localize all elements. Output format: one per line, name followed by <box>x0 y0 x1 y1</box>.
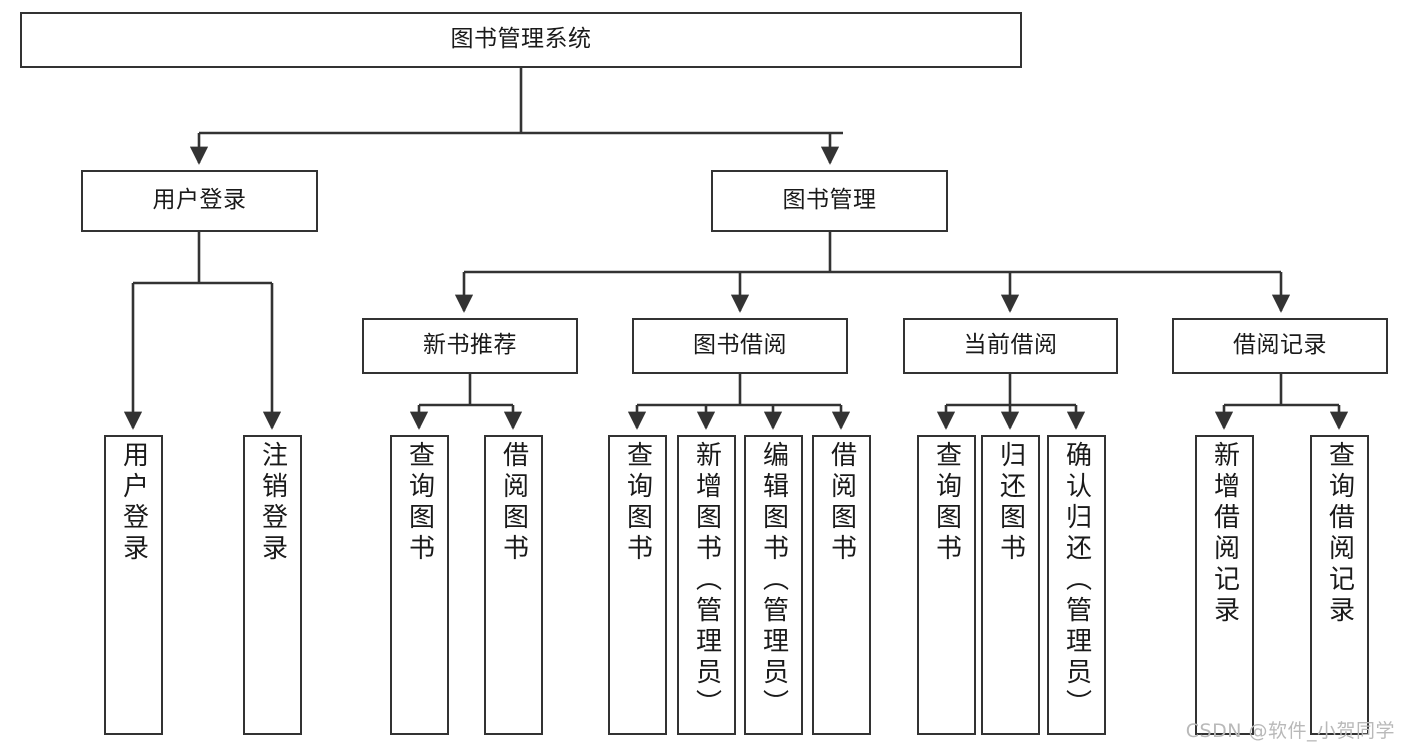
node-leaf-user-login[interactable]: 用户登录 <box>104 435 163 735</box>
node-borrow-record[interactable]: 借阅记录 <box>1172 318 1388 374</box>
node-leaf-current-confirm-return-admin[interactable]: 确认归还（管理员） <box>1047 435 1106 735</box>
node-leaf-current-return-book[interactable]: 归还图书 <box>981 435 1040 735</box>
node-label: 当前借阅 <box>963 332 1058 359</box>
node-leaf-newbook-query-book[interactable]: 查询图书 <box>390 435 449 735</box>
node-root-book-management-system[interactable]: 图书管理系统 <box>20 12 1022 68</box>
node-label: 查询图书 <box>931 441 962 565</box>
node-leaf-borrow-edit-book-admin[interactable]: 编辑图书（管理员） <box>744 435 803 735</box>
node-label: 用户登录 <box>152 187 247 214</box>
node-label: 图书管理 <box>782 187 877 214</box>
node-label: 查询借阅记录 <box>1324 441 1355 627</box>
node-user-login[interactable]: 用户登录 <box>81 170 318 232</box>
node-leaf-newbook-borrow-book[interactable]: 借阅图书 <box>484 435 543 735</box>
node-leaf-borrow-query-book[interactable]: 查询图书 <box>608 435 667 735</box>
node-label: 归还图书 <box>995 441 1026 565</box>
node-book-management[interactable]: 图书管理 <box>711 170 948 232</box>
node-label: 图书借阅 <box>693 332 787 359</box>
node-leaf-borrow-borrow-book[interactable]: 借阅图书 <box>812 435 871 735</box>
node-leaf-current-query-book[interactable]: 查询图书 <box>917 435 976 735</box>
node-label: 查询图书 <box>622 441 653 565</box>
node-book-borrow[interactable]: 图书借阅 <box>632 318 848 374</box>
node-leaf-borrow-add-book-admin[interactable]: 新增图书（管理员） <box>677 435 736 735</box>
node-leaf-logout[interactable]: 注销登录 <box>243 435 302 735</box>
node-label: 查询图书 <box>404 441 435 565</box>
node-leaf-record-add-record[interactable]: 新增借阅记录 <box>1195 435 1254 735</box>
node-new-book-recommend[interactable]: 新书推荐 <box>362 318 578 374</box>
node-label: 注销登录 <box>257 441 288 565</box>
node-label: 图书管理系统 <box>450 26 592 53</box>
node-label: 确认归还（管理员） <box>1061 441 1092 720</box>
watermark-text: CSDN @软件_小贺同学 <box>1185 720 1395 742</box>
node-label: 编辑图书（管理员） <box>758 441 789 720</box>
node-label: 新增图书（管理员） <box>691 441 722 720</box>
node-leaf-record-query-record[interactable]: 查询借阅记录 <box>1310 435 1369 735</box>
node-label: 借阅图书 <box>826 441 857 565</box>
node-current-borrow[interactable]: 当前借阅 <box>903 318 1118 374</box>
node-label: 用户登录 <box>118 441 149 565</box>
node-label: 借阅记录 <box>1233 332 1327 359</box>
node-label: 借阅图书 <box>498 441 529 565</box>
node-label: 新增借阅记录 <box>1209 441 1240 627</box>
node-label: 新书推荐 <box>423 332 517 359</box>
